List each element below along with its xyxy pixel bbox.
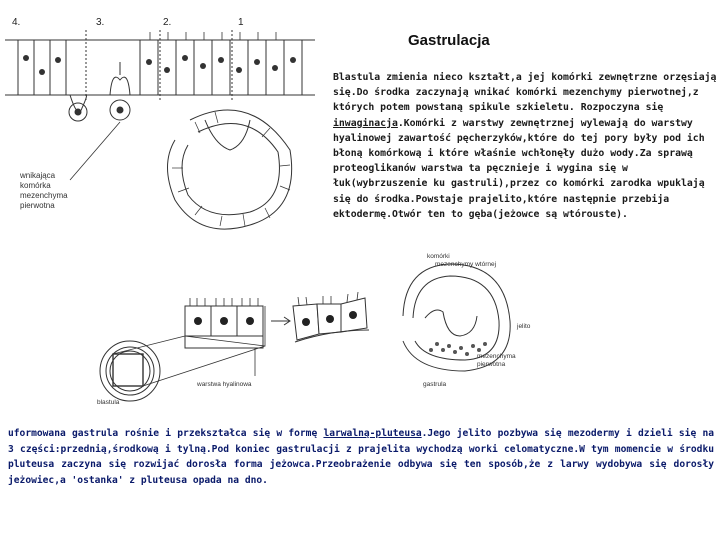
label-gut: jelito <box>516 323 531 330</box>
stage-number-3: 3. <box>96 17 104 28</box>
cell-block-1 <box>184 305 264 349</box>
ingressing-cells <box>68 62 131 122</box>
top-paragraph: Blastula zmienia nieco kształt,a jej kom… <box>333 70 718 222</box>
ingression-stages-diagram: 4. 3. 2. 1 <box>5 17 315 230</box>
svg-text:pierwotna: pierwotna <box>477 361 506 368</box>
label-primary-mesenchyme: mezenchyma pierwotna <box>477 353 516 368</box>
cell-block-1-cilia <box>189 298 259 306</box>
term-inwaginacja: inwaginacja <box>333 117 398 129</box>
label-hyaline-layer: warstwa hyalinowa <box>196 381 252 388</box>
label-blastula: blastula <box>97 399 120 406</box>
epithelium-sheet <box>5 30 315 100</box>
label-secondary-mesenchyme: komórki mezenchymy wtórnej <box>427 253 496 268</box>
blastula-drawing <box>99 340 161 402</box>
top-paragraph-part2: .Komórki z warstwy zewnętrznej wylewają … <box>333 117 705 220</box>
term-larwalna-pluteusa: larwalną-pluteusa <box>323 428 422 439</box>
svg-text:wnikająca: wnikająca <box>19 171 56 180</box>
svg-text:komórki: komórki <box>427 253 450 260</box>
stage-number-4: 4. <box>12 17 20 28</box>
ring-cell-walls <box>172 111 291 227</box>
embryo-ring <box>167 109 293 230</box>
svg-text:mezenchyma: mezenchyma <box>20 191 68 200</box>
gastrula-drawing <box>402 263 511 372</box>
gastrulation-diagram: blastula warstwa hyalinowa <box>97 253 531 406</box>
stage-number-1: 1 <box>238 17 244 28</box>
cell-nuclei <box>23 55 296 75</box>
bottom-paragraph-part2: .Jego jelito pozbywa się mezodermy i dzi… <box>8 428 714 486</box>
arrow-right <box>271 316 291 326</box>
svg-text:pierwotna: pierwotna <box>20 201 55 210</box>
cell-block-2-nuclei <box>302 311 357 326</box>
label-gastrula: gastrula <box>423 381 447 388</box>
svg-text:mezenchymy wtórnej: mezenchymy wtórnej <box>435 261 496 268</box>
svg-text:mezenchyma: mezenchyma <box>477 353 516 360</box>
label-ingressing-cell: wnikająca komórka mezenchyma pierwotna <box>19 121 121 210</box>
cell-block-2-cilia <box>297 291 359 306</box>
top-paragraph-part1: Blastula zmienia nieco kształt,a jej kom… <box>333 72 717 114</box>
cilia <box>149 32 277 40</box>
cell-block-1-nuclei <box>194 317 254 325</box>
gastrula-mesenchyme-dots <box>429 342 487 356</box>
svg-text:komórka: komórka <box>20 181 51 190</box>
bottom-paragraph-part1: uformowana gastrula rośnie i przekształc… <box>8 428 324 439</box>
stage-number-2: 2. <box>163 17 171 28</box>
bottom-paragraph: uformowana gastrula rośnie i przekształc… <box>8 426 714 488</box>
slide-title: Gastrulacja <box>408 32 490 49</box>
